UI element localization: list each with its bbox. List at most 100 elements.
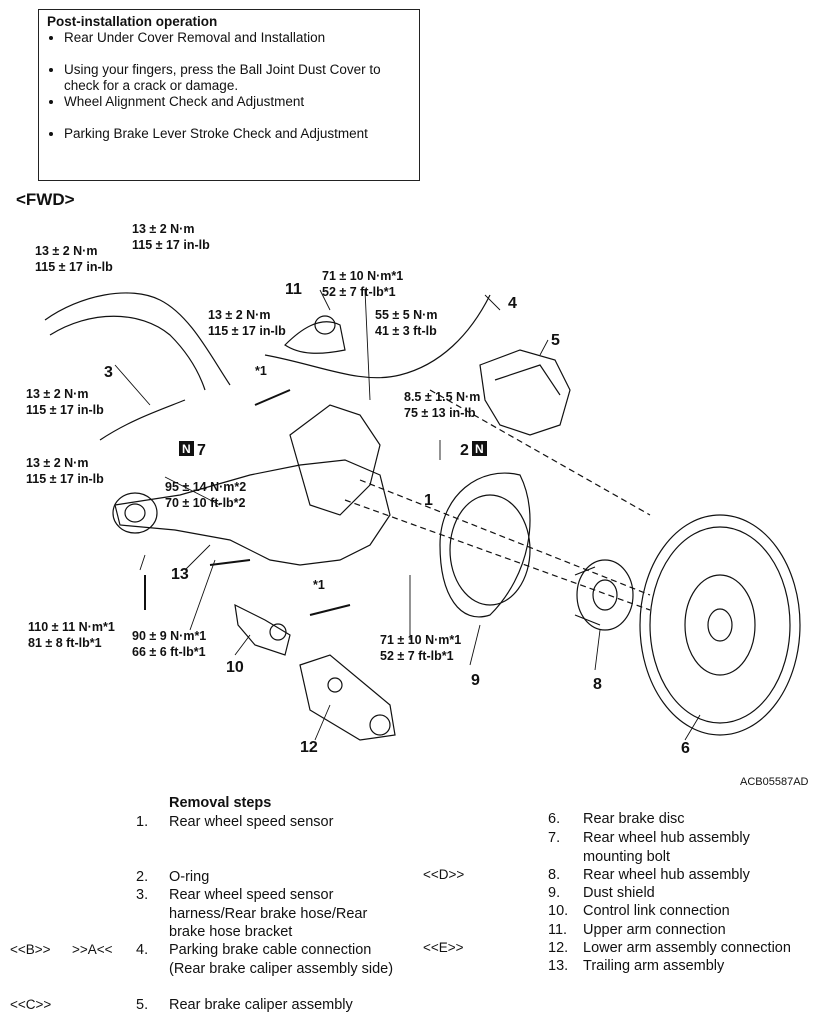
callout-number: 10	[226, 659, 244, 676]
n-badge-text: N	[475, 442, 484, 456]
callout-number: 2	[460, 442, 469, 459]
star-note: *1	[255, 364, 267, 378]
torque-label: 13 ± 2 N·m 115 ± 17 in-lb	[208, 308, 286, 338]
fwd-label: <FWD>	[16, 190, 75, 209]
callout-number: 5	[551, 332, 560, 349]
torque-text: 13 ± 2 N·m	[35, 244, 97, 258]
torque-text: 75 ± 13 in-lb	[404, 406, 476, 420]
n-badge-text: N	[182, 442, 191, 456]
post-installation-title: Post-installation operation	[47, 14, 218, 29]
callout-number: 9	[471, 672, 480, 689]
torque-text: 52 ± 7 ft-lb*1	[322, 285, 396, 299]
torque-label: 13 ± 2 N·m 115 ± 17 in-lb	[26, 387, 104, 417]
figure-code: ACB05587AD	[740, 776, 809, 788]
step-text: Rear wheel hub assembly mounting bolt	[583, 830, 750, 865]
removal-mark: <<E>>	[423, 940, 464, 955]
post-installation-list: Rear Under Cover Removal and Installatio…	[47, 30, 411, 142]
step-text: Dust shield	[583, 885, 655, 901]
control-link-part	[234, 603, 291, 656]
hub-part	[576, 559, 634, 631]
trailing-arm-part	[114, 459, 391, 566]
step-text: Rear brake caliper assembly	[169, 997, 353, 1013]
torque-text: 41 ± 3 ft-lb	[375, 324, 437, 338]
torque-text: 95 ± 14 N·m*2	[165, 480, 246, 494]
torque-text: 81 ± 8 ft-lb*1	[28, 636, 102, 650]
step-number: 5.	[136, 997, 149, 1013]
removal-mark: <<B>>	[10, 942, 51, 957]
callout-number: 12	[300, 739, 318, 756]
step-number: 4.	[136, 942, 149, 958]
lower-arm-part	[299, 654, 396, 741]
torque-text: 13 ± 2 N·m	[132, 222, 194, 236]
torque-label: 13 ± 2 N·m 115 ± 17 in-lb	[26, 456, 104, 486]
callout-number: 13	[171, 566, 189, 583]
n-badge	[472, 441, 487, 456]
torque-label: 55 ± 5 N·m 41 ± 3 ft-lb	[375, 308, 437, 338]
callout-number: 3	[104, 364, 113, 381]
torque-label: 8.5 ± 1.5 N·m 75 ± 13 in-lb	[404, 390, 480, 420]
removal-mark: <<D>>	[423, 867, 465, 882]
n-badge	[179, 441, 194, 456]
parking-brake-cable	[264, 294, 491, 379]
step-number: 2.	[136, 869, 149, 885]
torque-label: 13 ± 2 N·m 115 ± 17 in-lb	[35, 244, 113, 274]
step-text: Upper arm connection	[583, 922, 726, 938]
callout-number: 7	[197, 442, 206, 459]
post-installation-item: Using your fingers, press the Ball Joint…	[64, 62, 411, 94]
removal-steps-header: Removal steps	[169, 795, 272, 811]
step-number: 6.	[548, 811, 561, 827]
callout-number: 1	[424, 492, 433, 509]
callout-number: 8	[593, 676, 602, 693]
removal-mark: <<C>>	[10, 997, 52, 1012]
step-number: 10.	[548, 903, 569, 919]
torque-label: 71 ± 10 N·m*1 52 ± 7 ft-lb*1	[380, 633, 461, 663]
step-number: 13.	[548, 958, 569, 974]
torque-text: 8.5 ± 1.5 N·m	[404, 390, 480, 404]
torque-text: 115 ± 17 in-lb	[132, 238, 210, 252]
step-text: O-ring	[169, 869, 210, 885]
torque-text: 115 ± 17 in-lb	[208, 324, 286, 338]
torque-text: 115 ± 17 in-lb	[35, 260, 113, 274]
brake-hose-line	[44, 292, 231, 386]
callout-number: 6	[681, 740, 690, 757]
torque-text: 115 ± 17 in-lb	[26, 472, 104, 486]
torque-label: 110 ± 11 N·m*1 81 ± 8 ft-lb*1	[28, 620, 115, 650]
knuckle-part	[289, 404, 381, 516]
torque-text: 115 ± 17 in-lb	[26, 403, 104, 417]
caliper-part	[479, 349, 571, 436]
torque-text: 55 ± 5 N·m	[375, 308, 437, 322]
brake-disc-part	[639, 514, 801, 736]
torque-text: 110 ± 11 N·m*1	[28, 620, 115, 634]
upper-arm-part	[284, 321, 346, 354]
install-mark: >>A<<	[72, 942, 113, 957]
step-text: Rear wheel hub assembly	[583, 867, 750, 883]
torque-text: 13 ± 2 N·m	[208, 308, 270, 322]
star-note: *1	[313, 578, 325, 592]
post-installation-item: Rear Under Cover Removal and Installatio…	[64, 30, 411, 46]
torque-text: 71 ± 10 N·m*1	[380, 633, 461, 647]
step-number: 1.	[136, 814, 149, 830]
dust-shield-part	[439, 472, 531, 618]
post-installation-item: Parking Brake Lever Stroke Check and Adj…	[64, 126, 411, 142]
callout-number: 4	[508, 295, 517, 312]
step-text: Trailing arm assembly	[583, 958, 725, 974]
torque-text: 52 ± 7 ft-lb*1	[380, 649, 454, 663]
step-text: Rear wheel speed sensor	[169, 814, 334, 830]
torque-label: 95 ± 14 N·m*2 70 ± 10 ft-lb*2	[165, 480, 246, 510]
rear-suspension-exploded-diagram: 13 ± 2 N·m 115 ± 17 in-lb 13 ± 2 N·m 115 ±…	[26, 222, 801, 757]
torque-text: 66 ± 6 ft-lb*1	[132, 645, 206, 659]
callout-number: 11	[285, 281, 302, 298]
torque-text: 13 ± 2 N·m	[26, 387, 88, 401]
step-number: 9.	[548, 885, 561, 901]
step-text: Control link connection	[583, 903, 730, 919]
torque-text: 70 ± 10 ft-lb*2	[165, 496, 246, 510]
step-number: 3.	[136, 887, 149, 903]
step-number: 7.	[548, 830, 561, 846]
torque-text: 13 ± 2 N·m	[26, 456, 88, 470]
step-text: Parking brake cable connection (Rear bra…	[169, 942, 394, 977]
step-number: 8.	[548, 867, 561, 883]
step-number: 11.	[548, 922, 568, 938]
